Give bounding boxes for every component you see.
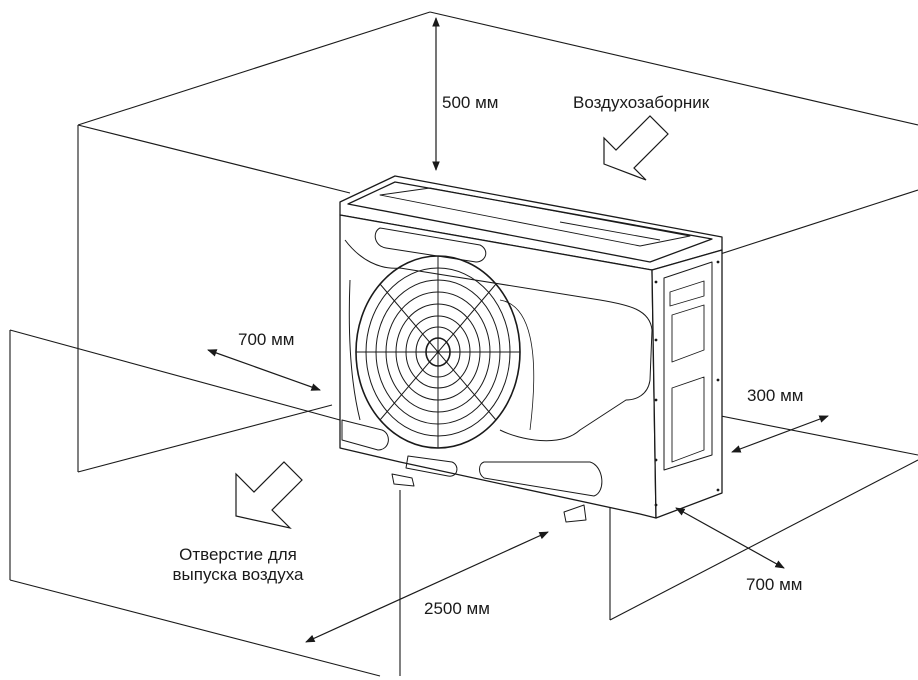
top-clearance-label: 500 мм: [442, 93, 499, 112]
air-outlet-label: Отверстие для выпуска воздуха: [148, 545, 328, 585]
vent-right: [479, 461, 603, 497]
front-clearance-label: 2500 мм: [424, 599, 490, 618]
right-clearance-label: 300 мм: [747, 386, 804, 405]
dim-right-arrow: [731, 415, 829, 453]
left-clearance-label: 700 мм: [238, 330, 295, 349]
air-intake-arrow: [603, 115, 669, 181]
electrical-box: [663, 261, 713, 471]
dim-front-arrow: [305, 531, 549, 643]
vent-mid: [405, 455, 458, 477]
dim-rear-arrow: [675, 507, 785, 569]
air-outlet-label-line2: выпуска воздуха: [172, 565, 304, 584]
foot-left: [391, 473, 415, 487]
rear-clearance-label: 700 мм: [746, 575, 803, 594]
fan-grille: [355, 255, 521, 449]
air-outlet-arrow: [235, 461, 303, 530]
dim-left-arrow: [207, 349, 321, 391]
air-intake-label: Воздухозаборник: [573, 93, 710, 112]
side-panel-rivets: [654, 260, 720, 507]
unit-side-panel: [651, 249, 723, 519]
air-outlet-label-line1: Отверстие для: [179, 545, 297, 564]
vent-left: [341, 419, 389, 451]
back-wall-plane: [77, 11, 918, 473]
heat-pump-unit: [339, 175, 723, 523]
foot-right: [563, 504, 587, 523]
